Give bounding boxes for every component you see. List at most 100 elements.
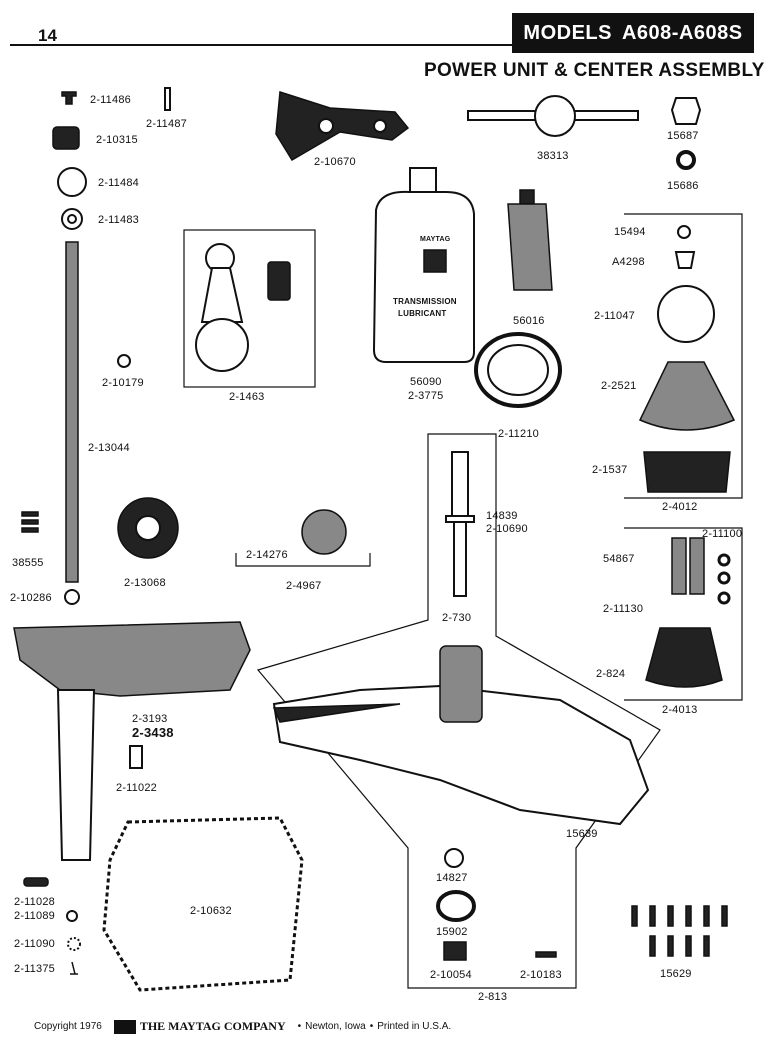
part-number: 2-1463 — [229, 391, 265, 403]
pulley-hub-icon — [135, 515, 161, 541]
agitator-shaft-icon — [65, 241, 79, 583]
spacer-ring-icon — [64, 589, 80, 605]
part-number: 2-11487 — [146, 118, 187, 130]
bottle-neck-icon — [409, 167, 437, 195]
part-number: 2-11090 — [14, 938, 55, 950]
gearcase-cover-icon — [272, 684, 650, 826]
part-number: 2-824 — [596, 668, 626, 680]
part-number: 2-10670 — [314, 156, 356, 168]
part-number: 2-11210 — [498, 428, 539, 440]
washer-small-icon — [66, 910, 78, 922]
part-number: 2-10179 — [102, 377, 144, 389]
sector-gear-hole-icon — [373, 119, 387, 133]
oil-seal-icon — [436, 890, 476, 922]
part-number: 2-11022 — [116, 782, 157, 794]
part-number: 2-10286 — [10, 592, 52, 604]
part-number: 2-10183 — [520, 969, 562, 981]
washer-icon — [57, 167, 87, 197]
snap-ring-icon — [717, 553, 731, 567]
part-number: 2-11047 — [594, 310, 635, 322]
location-text: Newton, Iowa — [305, 1021, 366, 1032]
sector-gear-hole-icon — [318, 118, 334, 134]
part-number: 2-813 — [478, 991, 508, 1003]
part-number: 2-10054 — [430, 969, 472, 981]
bottle-brand: MAYTAG — [420, 236, 451, 243]
models-label: MODELS — [523, 21, 612, 44]
part-number: 54867 — [603, 553, 635, 565]
spring-small-icon — [70, 961, 78, 975]
part-number: 2-14276 — [246, 549, 288, 561]
company-name: THE MAYTAG COMPANY — [139, 1019, 286, 1033]
part-number: 2-3775 — [408, 390, 444, 402]
nut-icon — [52, 126, 80, 150]
part-number: 2-1537 — [592, 464, 628, 476]
spring-clip-icon — [21, 511, 39, 533]
part-number: 56090 — [410, 376, 442, 388]
part-number: 2-3193 — [132, 713, 168, 725]
bellows-icon — [643, 451, 731, 493]
snap-ring-icon — [717, 571, 731, 585]
part-number: 15629 — [660, 968, 692, 980]
rod-big-end-icon — [195, 318, 249, 372]
part-number: 2-10632 — [190, 905, 232, 917]
part-number: 2-11100 — [702, 528, 743, 540]
part-number: 2-11375 — [14, 963, 55, 975]
gear-group-bracket — [235, 553, 371, 567]
models-banner: MODELS A608-A608S — [512, 13, 754, 53]
hex-nut-icon — [670, 97, 702, 125]
boot-icon — [638, 361, 736, 431]
center-shaft-icon — [453, 521, 467, 597]
bullet-icon: • — [369, 1021, 374, 1032]
part-number: 38313 — [537, 150, 569, 162]
drive-gear-icon — [443, 941, 467, 961]
part-number: 2-2521 — [601, 380, 637, 392]
bearing-sleeve-icon — [689, 537, 705, 595]
bearing-sleeve-icon — [671, 537, 687, 595]
bellows-group-bracket — [624, 213, 743, 499]
gear-small-icon — [67, 937, 81, 951]
part-number: 2-11028 — [14, 896, 55, 908]
bushing-icon — [267, 261, 291, 301]
rod-beam-icon — [200, 267, 244, 323]
part-number: 2-13044 — [88, 442, 130, 454]
pin-icon — [164, 87, 171, 111]
part-number: 2-4013 — [662, 704, 698, 716]
maytag-logo-icon — [113, 1019, 136, 1034]
page-number: 14 — [38, 26, 57, 45]
pinion-gear-icon — [301, 509, 347, 555]
screw-set-icon — [631, 905, 728, 957]
part-number: 2-3438 — [132, 725, 174, 740]
part-number: 2-11089 — [14, 910, 55, 922]
grease-tube-icon — [507, 203, 553, 291]
tube-cap-icon — [519, 189, 535, 205]
part-number: 15687 — [667, 130, 699, 142]
part-number: 15902 — [436, 926, 468, 938]
lubricant-bottle-icon — [372, 190, 475, 363]
key-small-icon — [535, 951, 557, 958]
shaft-hub-icon — [534, 95, 576, 137]
connecting-rod-box — [183, 229, 316, 388]
gearcase-group-outline — [256, 433, 661, 989]
header-rule — [10, 44, 515, 46]
ring-hole-icon — [67, 214, 77, 224]
part-number: 15639 — [566, 828, 598, 840]
part-number: 2-4967 — [286, 580, 322, 592]
gasket-icon — [102, 816, 304, 992]
part-number: 2-11483 — [98, 214, 139, 226]
seal-inner-icon — [487, 344, 549, 396]
part-number: 14839 — [486, 510, 518, 522]
copyright-text: Copyright 1976 — [34, 1021, 102, 1032]
transmission-housing-icon — [13, 621, 251, 697]
page-title: POWER UNIT & CENTER ASSEMBLY — [424, 60, 765, 81]
footer: Copyright 1976 THE MAYTAG COMPANY • Newt… — [34, 1019, 451, 1034]
part-number: 15686 — [667, 180, 699, 192]
models-value: A608-A608S — [621, 21, 743, 44]
part-number: A4298 — [612, 256, 645, 268]
part-number: 2-13068 — [124, 577, 166, 589]
bottle-logo-icon — [423, 249, 447, 273]
bullet-icon: • — [297, 1021, 302, 1032]
part-number: 2-10315 — [96, 134, 138, 146]
part-number: 56016 — [513, 315, 545, 327]
drive-tube-icon — [56, 689, 96, 861]
